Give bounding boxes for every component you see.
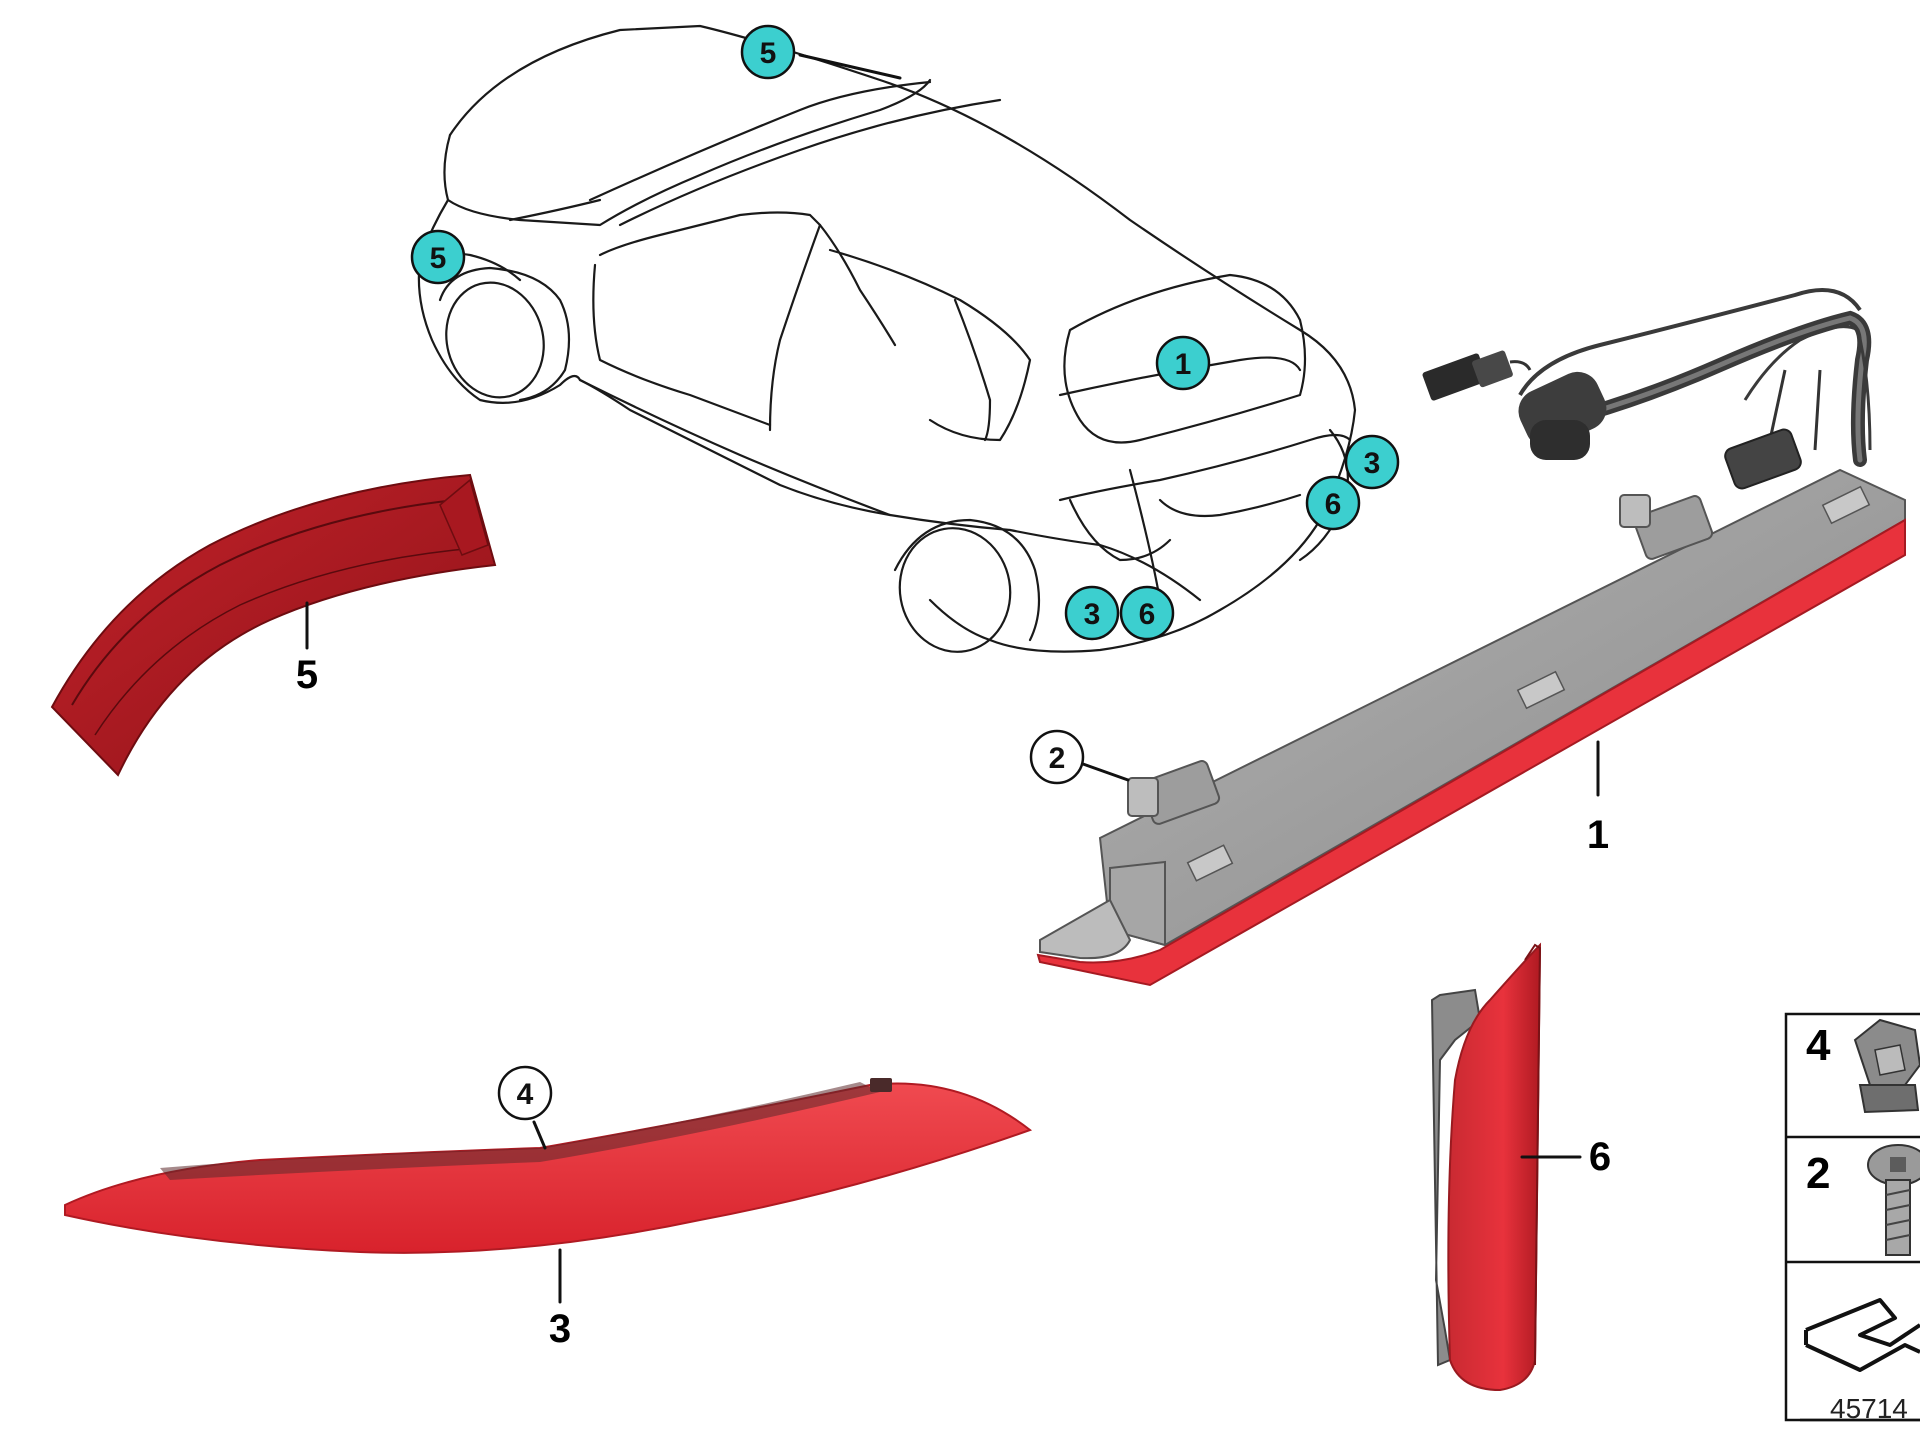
car-callout-5-roof[interactable]: 5 xyxy=(740,24,796,80)
car-callout-6-left[interactable]: 6 xyxy=(1119,585,1175,641)
parts-table-row[interactable] xyxy=(1804,1298,1920,1372)
parts-table-label: 2 xyxy=(1806,1149,1830,1198)
car-callouts: 5 5 1 3 6 3 6 xyxy=(410,24,1400,641)
car-callout-1[interactable]: 1 xyxy=(1155,335,1211,391)
svg-text:3: 3 xyxy=(1364,447,1381,480)
part-5-side-reflector[interactable] xyxy=(50,473,497,777)
callout-4-leader xyxy=(532,1120,547,1150)
car-outline-drawing xyxy=(417,24,1357,653)
svg-text:3: 3 xyxy=(1084,598,1101,631)
part-1-label: 1 xyxy=(1587,813,1609,857)
parts-table-row[interactable]: 4 xyxy=(1806,1018,1920,1114)
parts-table: 4 2 xyxy=(1784,1012,1920,1422)
svg-text:5: 5 xyxy=(760,37,777,70)
part-5-label: 5 xyxy=(296,653,318,697)
part-1-brake-light[interactable] xyxy=(1036,288,1906,987)
part-6-label: 6 xyxy=(1589,1135,1611,1179)
svg-text:6: 6 xyxy=(1325,488,1342,521)
housing-connector xyxy=(1127,428,1802,825)
bracket-icon xyxy=(1804,1298,1920,1372)
callout-4[interactable]: 4 xyxy=(497,1065,553,1121)
callout-2[interactable]: 2 xyxy=(1029,729,1085,785)
plug-connector xyxy=(1422,350,1532,401)
car-callout-5-side[interactable]: 5 xyxy=(410,229,466,285)
car-callout-3-left[interactable]: 3 xyxy=(1064,585,1120,641)
clip-nut-icon xyxy=(1853,1018,1920,1114)
cable-connector xyxy=(1518,371,1607,460)
svg-text:5: 5 xyxy=(430,242,447,275)
svg-text:6: 6 xyxy=(1139,598,1156,631)
part-3-bumper-reflector[interactable] xyxy=(64,1078,1033,1254)
car-callout-3-right[interactable]: 3 xyxy=(1344,434,1400,490)
svg-text:2: 2 xyxy=(1049,742,1066,775)
leader-line xyxy=(798,53,902,80)
parts-table-row[interactable]: 2 xyxy=(1806,1144,1920,1256)
callout-2-leader xyxy=(1081,762,1130,782)
svg-text:1: 1 xyxy=(1175,348,1192,381)
parts-table-label: 4 xyxy=(1806,1021,1831,1070)
svg-text:4: 4 xyxy=(517,1078,534,1111)
diagram-code: 45714 xyxy=(1830,1393,1908,1424)
car-callout-6-right[interactable]: 6 xyxy=(1305,475,1361,531)
screw-icon xyxy=(1867,1144,1920,1256)
part-3-label: 3 xyxy=(549,1307,571,1351)
part-6-side-reflector[interactable] xyxy=(1430,942,1542,1392)
